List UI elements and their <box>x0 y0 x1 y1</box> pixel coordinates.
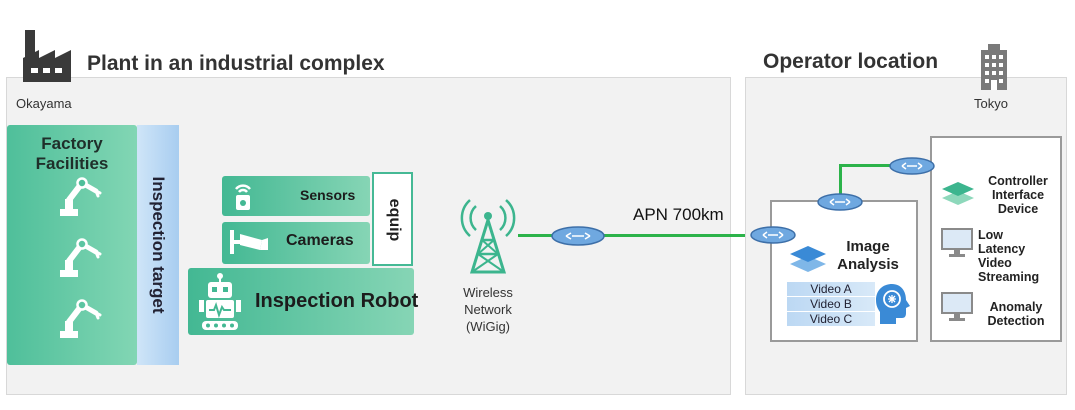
equip-label: equip <box>386 198 403 242</box>
camera-icon <box>230 230 268 254</box>
operator-link-vertical <box>839 165 842 201</box>
video-c-row: Video C <box>787 312 875 327</box>
layers-icon <box>942 182 974 205</box>
anomaly-detection-label: Anomaly Detection <box>980 300 1052 328</box>
cameras-label: Cameras <box>286 232 354 249</box>
controller-line2: Interface <box>991 188 1045 202</box>
controller-interface-label: Controller Interface Device <box>982 174 1054 216</box>
antenna-tower-icon <box>460 199 516 274</box>
inspection-target-label: Inspection target <box>149 176 168 314</box>
low-latency-line3: Video <box>978 256 1012 270</box>
office-building-icon <box>981 44 1007 90</box>
router-icon <box>750 226 796 244</box>
monitor-icon <box>941 228 973 257</box>
wireless-network-label-line1: Wireless <box>463 285 513 300</box>
sensors-label: Sensors <box>300 187 356 203</box>
ai-head-icon <box>876 284 910 324</box>
wireless-network-label-line3: (WiGig) <box>465 319 511 334</box>
anomaly-line2: Detection <box>987 314 1045 328</box>
low-latency-line4: Streaming <box>978 270 1040 284</box>
robot-arm-icon <box>60 299 102 338</box>
factory-facilities-title: Factory Facilities <box>7 134 137 174</box>
video-a-row: Video A <box>787 282 875 297</box>
operator-location: Tokyo <box>974 96 1008 111</box>
router-icon <box>889 157 935 175</box>
equip-box: equip <box>372 172 413 266</box>
operator-link-horizontal <box>839 164 913 167</box>
controller-line3: Device <box>997 202 1039 216</box>
controller-line1: Controller <box>988 174 1048 188</box>
factory-facilities-line1: Factory <box>41 134 103 153</box>
plant-location: Okayama <box>16 96 72 111</box>
layers-icon <box>790 246 826 272</box>
router-icon <box>551 226 605 246</box>
router-icon <box>817 193 863 211</box>
video-b-row: Video B <box>787 297 875 312</box>
inspection-target-block: Inspection target <box>137 125 179 365</box>
plant-title: Plant in an industrial complex <box>87 52 385 75</box>
operator-title: Operator location <box>763 50 939 73</box>
factory-facilities-line2: Facilities <box>35 154 109 173</box>
robot-arm-icon <box>60 238 102 277</box>
image-analysis-title: Image Analysis <box>828 238 908 274</box>
image-analysis-line2: Analysis <box>837 256 899 273</box>
inspection-robot-label: Inspection Robot <box>255 290 419 312</box>
low-latency-streaming-label: Low Latency Video Streaming <box>978 228 1058 284</box>
robot-arm-icon <box>60 177 102 216</box>
robot-icon <box>199 273 241 330</box>
factory-icon <box>23 30 71 82</box>
low-latency-line1: Low <box>978 228 1003 242</box>
sensor-icon <box>235 184 251 210</box>
anomaly-line1: Anomaly <box>989 300 1043 314</box>
image-analysis-line1: Image <box>846 238 890 255</box>
network-link-line <box>518 234 770 237</box>
wireless-network-label-line2: Network <box>464 302 512 317</box>
apn-distance-label: APN 700km <box>633 205 724 224</box>
low-latency-line2: Latency <box>978 242 1026 256</box>
monitor-icon <box>941 292 973 321</box>
